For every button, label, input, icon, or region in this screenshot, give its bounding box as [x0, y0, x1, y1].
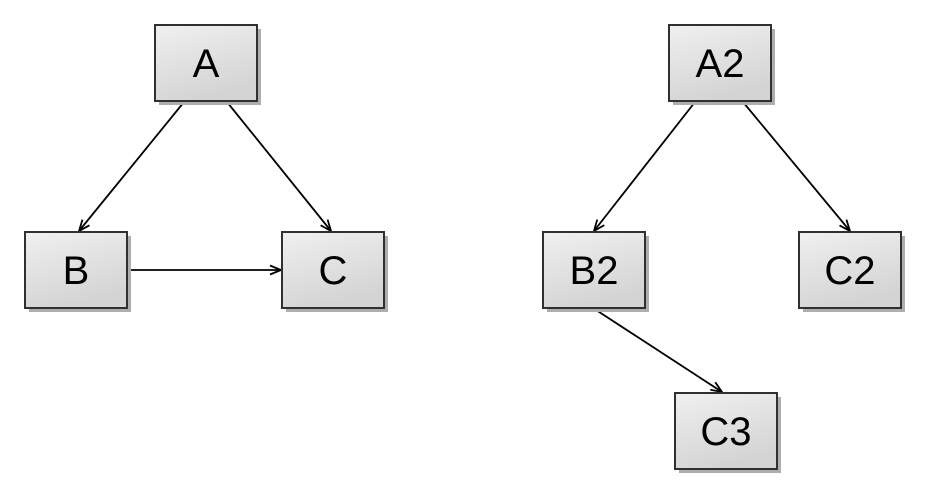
node-A[interactable]: A: [154, 24, 261, 105]
edge-A-B[interactable]: [77, 101, 185, 233]
node-box[interactable]: [24, 231, 128, 309]
node-C2[interactable]: C2: [798, 231, 905, 312]
node-box[interactable]: [798, 231, 902, 309]
node-A2[interactable]: A2: [668, 24, 775, 105]
node-label: B: [63, 249, 90, 293]
edges-layer: [77, 101, 852, 394]
node-label: A: [193, 42, 220, 86]
node-C[interactable]: C: [281, 231, 388, 312]
edge-A2-C2[interactable]: [742, 101, 852, 233]
edge-A-C[interactable]: [226, 101, 333, 233]
node-label: C3: [700, 410, 751, 454]
node-box[interactable]: [674, 392, 778, 470]
node-box[interactable]: [154, 24, 258, 102]
node-box[interactable]: [281, 231, 385, 309]
node-label: C2: [824, 249, 875, 293]
node-C3[interactable]: C3: [674, 392, 781, 473]
node-B2[interactable]: B2: [542, 231, 649, 312]
edge-A2-B2[interactable]: [592, 101, 696, 233]
node-box[interactable]: [542, 231, 646, 309]
node-label: C: [319, 249, 348, 293]
node-B[interactable]: B: [24, 231, 131, 312]
edge-B2-C3[interactable]: [592, 307, 724, 394]
node-box[interactable]: [668, 24, 772, 102]
node-label: B2: [570, 249, 619, 293]
node-label: A2: [696, 42, 745, 86]
